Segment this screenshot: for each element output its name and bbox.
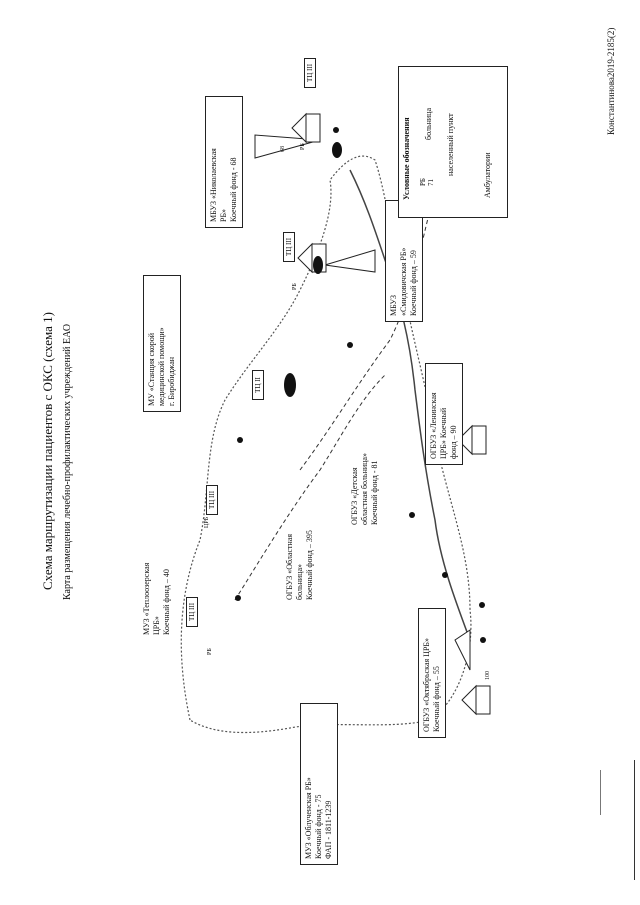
tc-box-5: ТЦ III xyxy=(186,597,198,627)
tc-box-3: ТЦ II xyxy=(252,370,264,400)
settlement-2 xyxy=(313,256,323,274)
label-line: Коечный фонд - 81 xyxy=(370,460,379,525)
ambulatory-1 xyxy=(333,127,339,133)
ambulatory-8 xyxy=(235,595,241,601)
callout-pointer-smidovichskaya xyxy=(324,249,376,273)
callout-line: «Смидовичская РБ» xyxy=(399,247,408,316)
callout-smidovichskaya: МБУЗ «Смидовичская РБ» Коечный фонд – 59 xyxy=(385,200,423,322)
callout-line: Коечный фонд – 55 xyxy=(432,666,441,732)
callout-line: МУ «Станция скорой xyxy=(147,333,156,406)
map-label-crb: ЦРБ xyxy=(204,516,210,528)
legend-ambulatory-label: Амбулатории xyxy=(483,152,492,198)
tc-box-1: ТЦ III xyxy=(304,58,316,88)
callout-pointer-oktyabrskaya xyxy=(454,629,471,671)
callout-line: Коечный фонд - 68 xyxy=(229,157,238,222)
callout-line: МБУЗ xyxy=(389,295,398,316)
legend-rb-number: 71 xyxy=(427,179,435,186)
map-label-num-68: 68 xyxy=(280,146,286,152)
callout-line: ОГБУЗ «Октябрьская ЦРБ» xyxy=(422,638,431,732)
callout-line: Коечный фонд - 75 xyxy=(314,794,323,859)
callout-line: МУЗ «Облученская РБ» xyxy=(304,777,313,859)
settlement-3 xyxy=(284,373,296,397)
callout-line: МБУЗ «Николаевская xyxy=(209,148,218,222)
callout-pointer-nikolaevskaya xyxy=(254,134,321,159)
callout-line: фонд – 90 xyxy=(449,425,458,459)
legend-box xyxy=(398,66,508,218)
legend-hospital-label: больница xyxy=(424,108,433,140)
tc-box-4: ТЦ III xyxy=(206,485,218,515)
map-label-rb-3: РБ xyxy=(207,648,213,655)
label-line: ОГБУЗ «Детская xyxy=(350,467,359,525)
callout-ambulance: МУ «Станция скорой медицинской помощи» г… xyxy=(143,275,181,412)
legend-heading: Условные обозначения xyxy=(402,117,411,200)
ambulatory-4 xyxy=(409,512,415,518)
hospital-symbol-1 xyxy=(291,112,321,144)
label-line: ОГБУЗ «Областная xyxy=(285,533,294,600)
callout-oktyabrskaya: ОГБУЗ «Октябрьская ЦРБ» Коечный фонд – 5… xyxy=(418,608,446,738)
river xyxy=(349,169,471,641)
map-label-rb-2: РБ xyxy=(292,283,298,290)
tc-box-2: ТЦ III xyxy=(283,232,295,262)
ambulatory-7 xyxy=(480,637,486,643)
ambulatory-6 xyxy=(479,602,485,608)
label-line: больница» xyxy=(295,564,304,600)
map-label-rb-1: РБ xyxy=(300,143,306,150)
label-line: ЦРБ» xyxy=(152,616,161,635)
hospital-symbol-3 xyxy=(457,424,487,456)
label-line: МУЗ «Теплоозерская xyxy=(142,562,151,635)
callout-line: ЦРБ» Коечный xyxy=(439,407,448,459)
ambulatory-2 xyxy=(347,342,353,348)
callout-line: ФАП - 1811-1239 xyxy=(324,800,333,859)
label-oblastnaya: ОГБУЗ «Областная больница» Коечный фонд … xyxy=(285,530,315,600)
callout-line: РБ» xyxy=(219,208,228,222)
callout-obluchenskaya: МУЗ «Облученская РБ» Коечный фонд - 75 Ф… xyxy=(300,703,338,865)
legend-settlement-label: населенный пункт xyxy=(446,113,455,176)
label-detskaya: ОГБУЗ «Детская областная больница» Коечн… xyxy=(350,453,380,525)
label-line: Коечный фонд – 40 xyxy=(162,569,171,635)
callout-line: Коечный фонд – 59 xyxy=(409,250,418,316)
label-line: областная больница» xyxy=(360,453,369,525)
hospital-symbol-4 xyxy=(461,684,491,716)
map-label-num-100: 100 xyxy=(485,671,491,680)
callout-line: ОГБУЗ «Ленинская xyxy=(429,392,438,459)
callout-line: г. Биробиджан xyxy=(167,356,176,406)
ambulatory-3 xyxy=(237,437,243,443)
ambulatory-5 xyxy=(442,572,448,578)
settlement-1 xyxy=(332,142,342,158)
scan-edge-line xyxy=(634,760,635,880)
callout-line: медицинской помощи» xyxy=(157,327,166,406)
scan-mark xyxy=(600,770,601,815)
label-teploozerskaya: МУЗ «Теплоозерская ЦРБ» Коечный фонд – 4… xyxy=(142,563,172,635)
route-line-1 xyxy=(234,374,386,601)
callout-nikolaevskaya: МБУЗ «Николаевская РБ» Коечный фонд - 68 xyxy=(205,96,243,228)
callout-leninskaya: ОГБУЗ «Ленинская ЦРБ» Коечный фонд – 90 xyxy=(425,363,463,465)
label-line: Коечный фонд – 395 xyxy=(305,530,314,600)
